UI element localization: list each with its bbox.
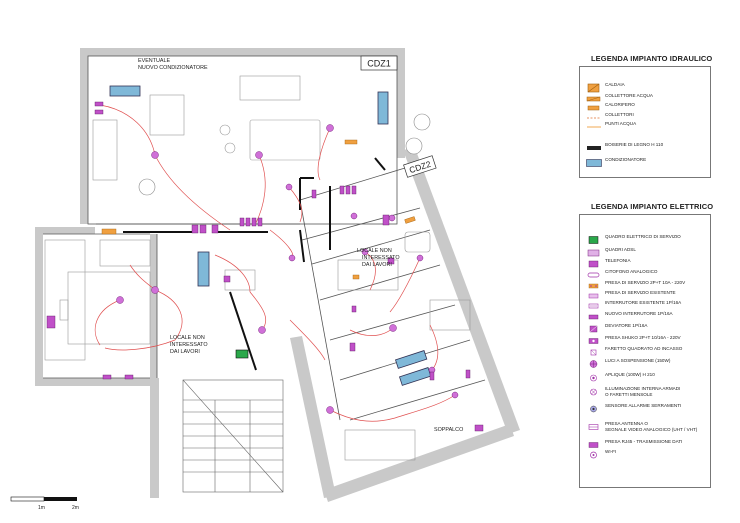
locale-left-label-1: LOCALE NON <box>170 335 205 341</box>
electrical-panel <box>235 349 249 359</box>
telefonia-icon <box>586 256 602 274</box>
cdz1-label: CDZ1 <box>367 59 391 69</box>
soppalco-label: SOPPALCO <box>434 427 463 433</box>
hydraulic-item-label-0: CALDAIA <box>605 82 625 87</box>
calorifero-icon <box>586 100 602 118</box>
hydraulic-item-label-5: BOISERIE DI LEGNO H 110 <box>605 142 664 147</box>
presa-servizio-icon <box>586 278 602 296</box>
electric-item-label-15: PRESA ANTENNA O <box>605 421 648 426</box>
hydraulic-item-label-1: COLLETTORE ACQUA <box>605 93 653 98</box>
electric-item-label-14: SENSORE ALLARME SERRAMENTI <box>605 403 682 408</box>
electric-item-label-17: WI-FI <box>605 449 617 454</box>
walls <box>35 48 520 502</box>
hydraulic-item-label-6: CONDIZIONATORE <box>605 157 647 162</box>
condizionatore-icon <box>586 155 602 173</box>
electrical-wiring <box>94 104 456 422</box>
luci-sospensione-icon <box>586 356 602 374</box>
interruttore-esistente-icon <box>586 298 602 316</box>
hydraulic-item-label-4: PUNTI ACQUA <box>605 121 637 126</box>
collettore-acqua-icon <box>586 91 602 109</box>
electric-item-label-13: ILLUMINAZIONE INTERNA ARMADI <box>605 386 681 391</box>
citofono-icon <box>586 267 602 285</box>
electric-item-label-6: INTERRUTORE ESISTENTE 1P/16A <box>605 300 682 305</box>
electric-item-label-5: PRESA DI SERVIZIO ESISTENTE <box>605 290 676 295</box>
radiators <box>101 139 416 280</box>
eventuale-label-2: NUOVO CONDIZIONATORE <box>138 65 208 71</box>
hydraulic-legend-title: LEGENDA IMPIANTO IDRAULICO <box>591 54 713 63</box>
sockets-switches <box>46 101 484 432</box>
electric-item-label-3: CITOFONO ANALOGICO <box>605 269 658 274</box>
locale-left-label-2: INTERESSATO <box>170 342 208 348</box>
electric-item-label2-15: SEGNALE VIDEO ANALOGICO (UHT / VHT) <box>605 426 698 432</box>
boiserie-icon <box>586 140 602 158</box>
locale-right-label-2: INTERESSATO <box>362 255 400 261</box>
electric-item-label-9: PRESA SHUKO 2P+T 10/16A - 220V <box>605 335 681 340</box>
staircase <box>182 379 284 493</box>
presa-antenna-icon <box>586 419 602 437</box>
light-fixtures <box>116 124 459 414</box>
illuminazione-armadi-icon <box>586 384 602 402</box>
faretto-icon <box>586 344 602 362</box>
eventuale-label-1: EVENTUALE <box>138 58 170 64</box>
plan-labels: CDZ1 CDZ2 EVENTUALE NUOVO CONDIZIONATORE… <box>138 55 463 433</box>
nuovo-interruttore-icon <box>586 309 602 327</box>
scale-1m-label: 1m <box>38 505 45 511</box>
electric-item-label-0: QUADRO ELETTRICO DI SERVIZIO <box>605 234 681 239</box>
electric-item-label-2: TELEFONIA <box>605 258 631 263</box>
furniture <box>44 75 471 461</box>
quadri-adsl-icon <box>586 245 602 263</box>
scale-2m-label: 2m <box>72 505 79 511</box>
hydraulic-item-label-3: COLLETTORI <box>605 112 634 117</box>
presa-esistente-icon <box>586 288 602 306</box>
electric-item-label-16: PRESA RJ45 - TRASMISSIONE DATI <box>605 439 683 444</box>
electric-item-label-7: NUOVO INTERRUTORE 1P/16A <box>605 311 673 316</box>
quadro-elettrico-icon <box>586 232 602 250</box>
locale-right-label-1: LOCALE NON <box>357 248 392 254</box>
deviatore-icon <box>586 321 602 339</box>
electric-item-label-1: QUADRI ADSL <box>605 247 636 252</box>
interior-walls <box>43 55 486 421</box>
hydraulic-legend: CALDAIA COLLETTORE ACQUA CALORIFERO COLLETT… <box>579 66 711 178</box>
locale-left-label-3: DAI LAVORI <box>170 349 200 355</box>
room-markers <box>138 113 431 196</box>
air-conditioners <box>109 85 432 386</box>
sensore-allarme-icon <box>586 401 602 419</box>
hydraulic-item-label-2: CALORIFERO <box>605 102 635 107</box>
presa-shuko-icon <box>586 333 602 351</box>
electric-legend: QUADRO ELETTRICO DI SERVIZIO QUADRI ADSL T… <box>579 214 711 488</box>
caldaia-icon <box>586 80 602 98</box>
electric-item-label-12: APLIQUE (100W) H 210 <box>605 372 655 377</box>
presa-rj45-icon <box>586 437 602 455</box>
electric-item-label-8: DEVIATORE 1P/16A <box>605 323 648 328</box>
electric-item-label-10: FARETTO QUADRATO AD INCASSO <box>605 346 683 351</box>
collettori-line-icon <box>586 110 602 128</box>
new-walls <box>123 157 386 371</box>
wifi-icon <box>586 447 602 465</box>
electric-legend-title: LEGENDA IMPIANTO ELETTRICO <box>591 202 714 211</box>
aplique-icon <box>586 370 602 388</box>
locale-right-label-3: DAI LAVORI <box>362 262 392 268</box>
electric-item-label2-13: O FARETTI MENSOLE <box>605 391 653 397</box>
scale-bar: 1m 2m <box>10 496 79 511</box>
electric-item-label-11: LUCI A SOSPENSIONE (150W) <box>605 358 671 363</box>
punti-acqua-icon <box>586 119 602 137</box>
electric-item-label-4: PRESA DI SERVIZIO 2P+T 10A - 220V <box>605 280 686 285</box>
